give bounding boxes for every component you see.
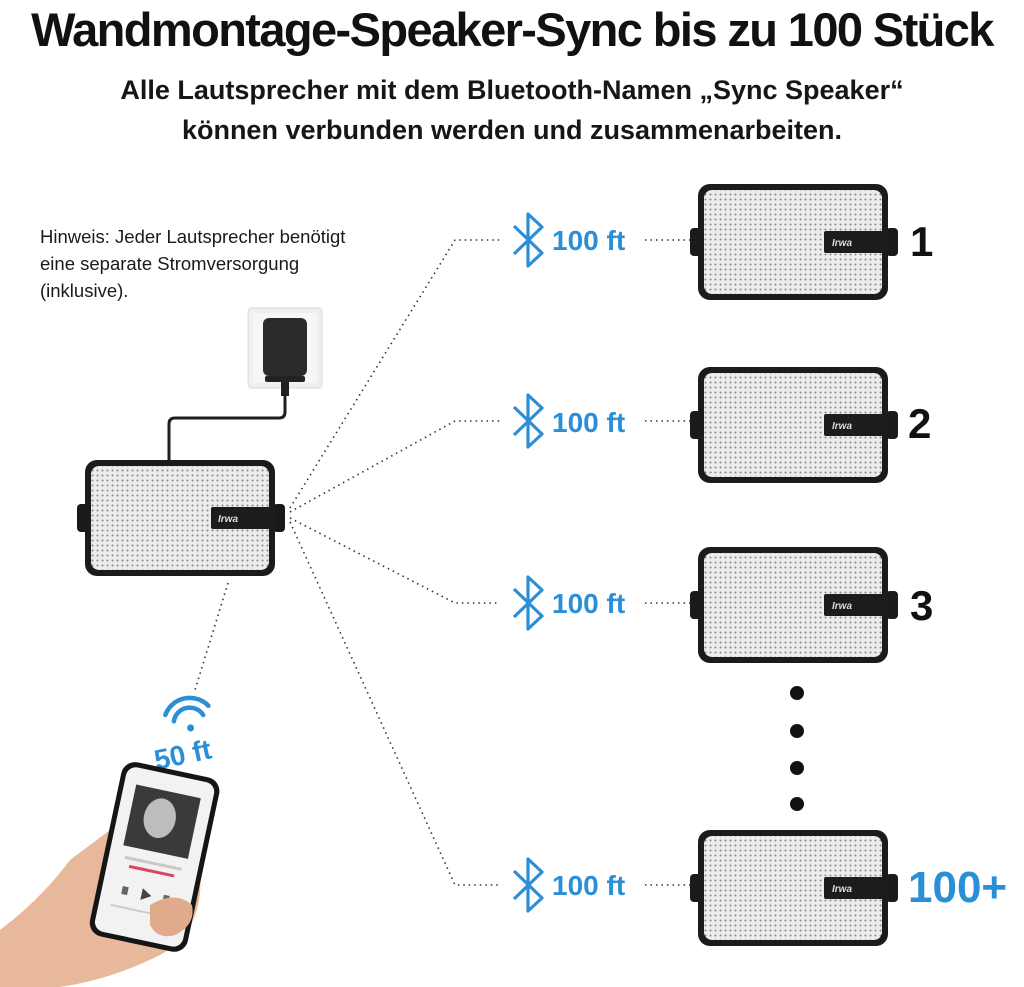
receiver-speaker-1: Irwa	[690, 184, 898, 300]
bluetooth-icon	[512, 393, 544, 449]
speaker-1-brand: Irwa	[832, 238, 852, 249]
master-speaker: Irwa	[77, 460, 285, 576]
speaker-number-100: 100+	[908, 863, 1007, 912]
speaker-number-3: 3	[910, 582, 933, 629]
bluetooth-label-3: 100 ft	[512, 575, 625, 631]
bluetooth-icon	[512, 212, 544, 268]
distance-label: 100 ft	[552, 407, 625, 438]
line-to-receiver-3	[289, 517, 500, 604]
page-title: Wandmontage-Speaker-Sync bis zu 100 Stüc…	[31, 3, 994, 56]
bluetooth-label-2: 100 ft	[512, 393, 625, 449]
bluetooth-icon	[512, 575, 544, 631]
line-to-phone	[194, 582, 229, 691]
bluetooth-icon	[512, 857, 544, 913]
receiver-speaker-2: Irwa	[690, 367, 898, 483]
speaker-number-1: 1	[910, 218, 933, 265]
bluetooth-label-1: 100 ft	[512, 212, 625, 268]
power-note: Hinweis: Jeder Lautsprecher benötigt ein…	[40, 223, 420, 304]
speaker-3-brand: Irwa	[832, 601, 852, 612]
page-subtitle: Alle Lautsprecher mit dem Bluetooth-Name…	[0, 70, 1024, 150]
line-to-receiver-100	[289, 521, 500, 886]
distance-label: 100 ft	[552, 870, 625, 901]
line-to-receiver-1	[289, 239, 500, 509]
distance-label: 100 ft	[552, 588, 625, 619]
line-to-receiver-2	[289, 420, 500, 513]
bluetooth-label-100: 100 ft	[512, 857, 625, 913]
phone-in-hand	[0, 762, 220, 987]
subtitle-line-2: können verbunden werden und zusammenarbe…	[181, 115, 843, 145]
speaker-2-brand: Irwa	[832, 421, 852, 432]
ellipsis-dots	[790, 686, 804, 811]
power-adapter	[167, 307, 323, 462]
wifi-icon	[163, 695, 211, 732]
master-speaker-brand: Irwa	[218, 514, 238, 525]
note-line-2: eine separate Stromversorgung	[40, 253, 300, 274]
note-line-1: Hinweis: Jeder Lautsprecher benötigt	[40, 226, 346, 247]
wifi-link: 50 ft	[151, 695, 214, 776]
connection-lines	[194, 239, 690, 886]
distance-label: 100 ft	[552, 225, 625, 256]
receiver-speaker-3: Irwa	[690, 547, 898, 663]
speaker-number-2: 2	[908, 400, 931, 447]
speaker-100-brand: Irwa	[832, 884, 852, 895]
subtitle-line-1: Alle Lautsprecher mit dem Bluetooth-Name…	[120, 75, 904, 105]
receiver-speaker-100: Irwa	[690, 830, 898, 946]
note-line-3: (inklusive).	[40, 280, 129, 301]
